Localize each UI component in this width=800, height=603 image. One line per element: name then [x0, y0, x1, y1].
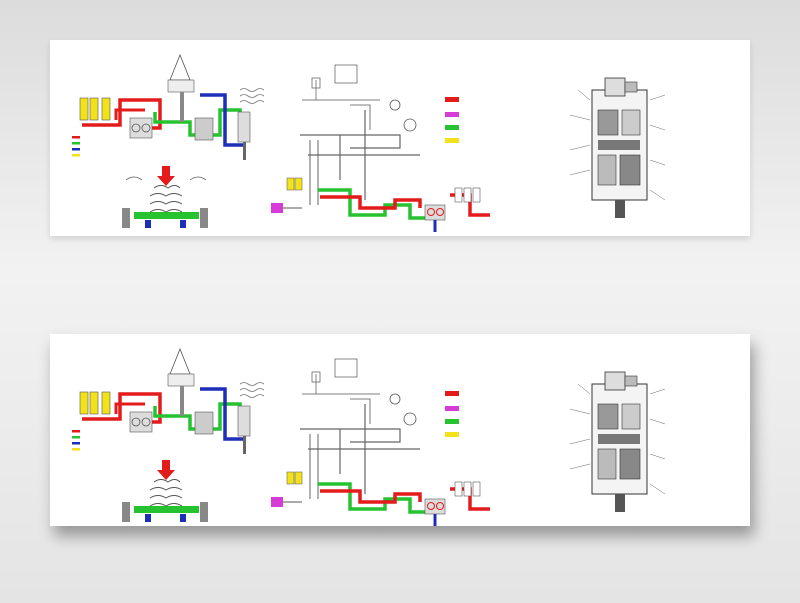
- diagram-svg-bottom: [72, 347, 666, 526]
- governor-cutaway-right-copy: [569, 371, 666, 512]
- diagram-svg-top: [72, 53, 666, 232]
- governor-schematic-left-copy: [72, 347, 265, 522]
- governor-schematic-middle: [271, 64, 490, 232]
- diagram-panel-bottom: [50, 334, 750, 526]
- diagram-panel-top: [50, 40, 750, 236]
- governor-schematic-middle-copy: [271, 358, 490, 526]
- governor-cutaway-right: [569, 77, 666, 218]
- governor-schematic-left: [72, 53, 265, 228]
